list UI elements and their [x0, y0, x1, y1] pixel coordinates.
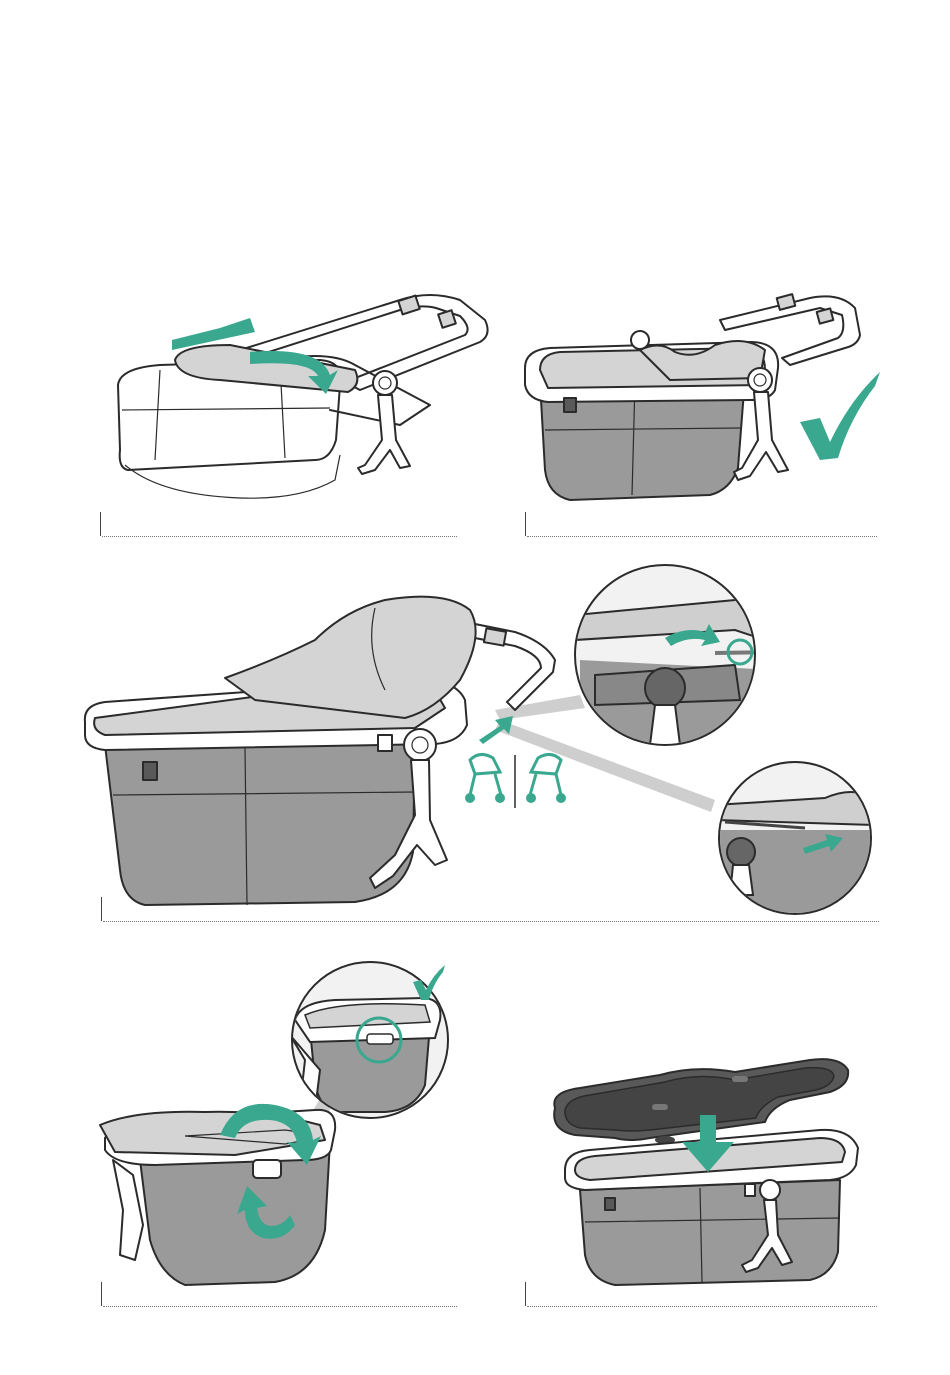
carrycot-frame-illustration	[100, 290, 500, 520]
panel-step-1	[100, 290, 500, 520]
detail-zoom-icon	[575, 565, 775, 760]
push-arrow-icon	[479, 716, 513, 744]
stroller-facing-icon	[465, 754, 505, 803]
panel-step-5	[520, 1030, 900, 1290]
fold-fabric-illustration	[95, 960, 465, 1290]
detail-zoom-icon	[290, 962, 448, 1118]
carrycot-fitted-illustration	[520, 290, 900, 520]
apron-cover-illustration	[520, 1030, 900, 1290]
panel-step-2	[520, 290, 900, 520]
checkmark-icon	[800, 372, 880, 460]
detail-zoom-icon	[715, 762, 875, 920]
panel-step-3	[75, 560, 875, 935]
panel-step-4	[95, 960, 465, 1290]
stroller-reverse-icon	[526, 754, 566, 803]
carrycot-attach-illustration	[75, 560, 875, 935]
